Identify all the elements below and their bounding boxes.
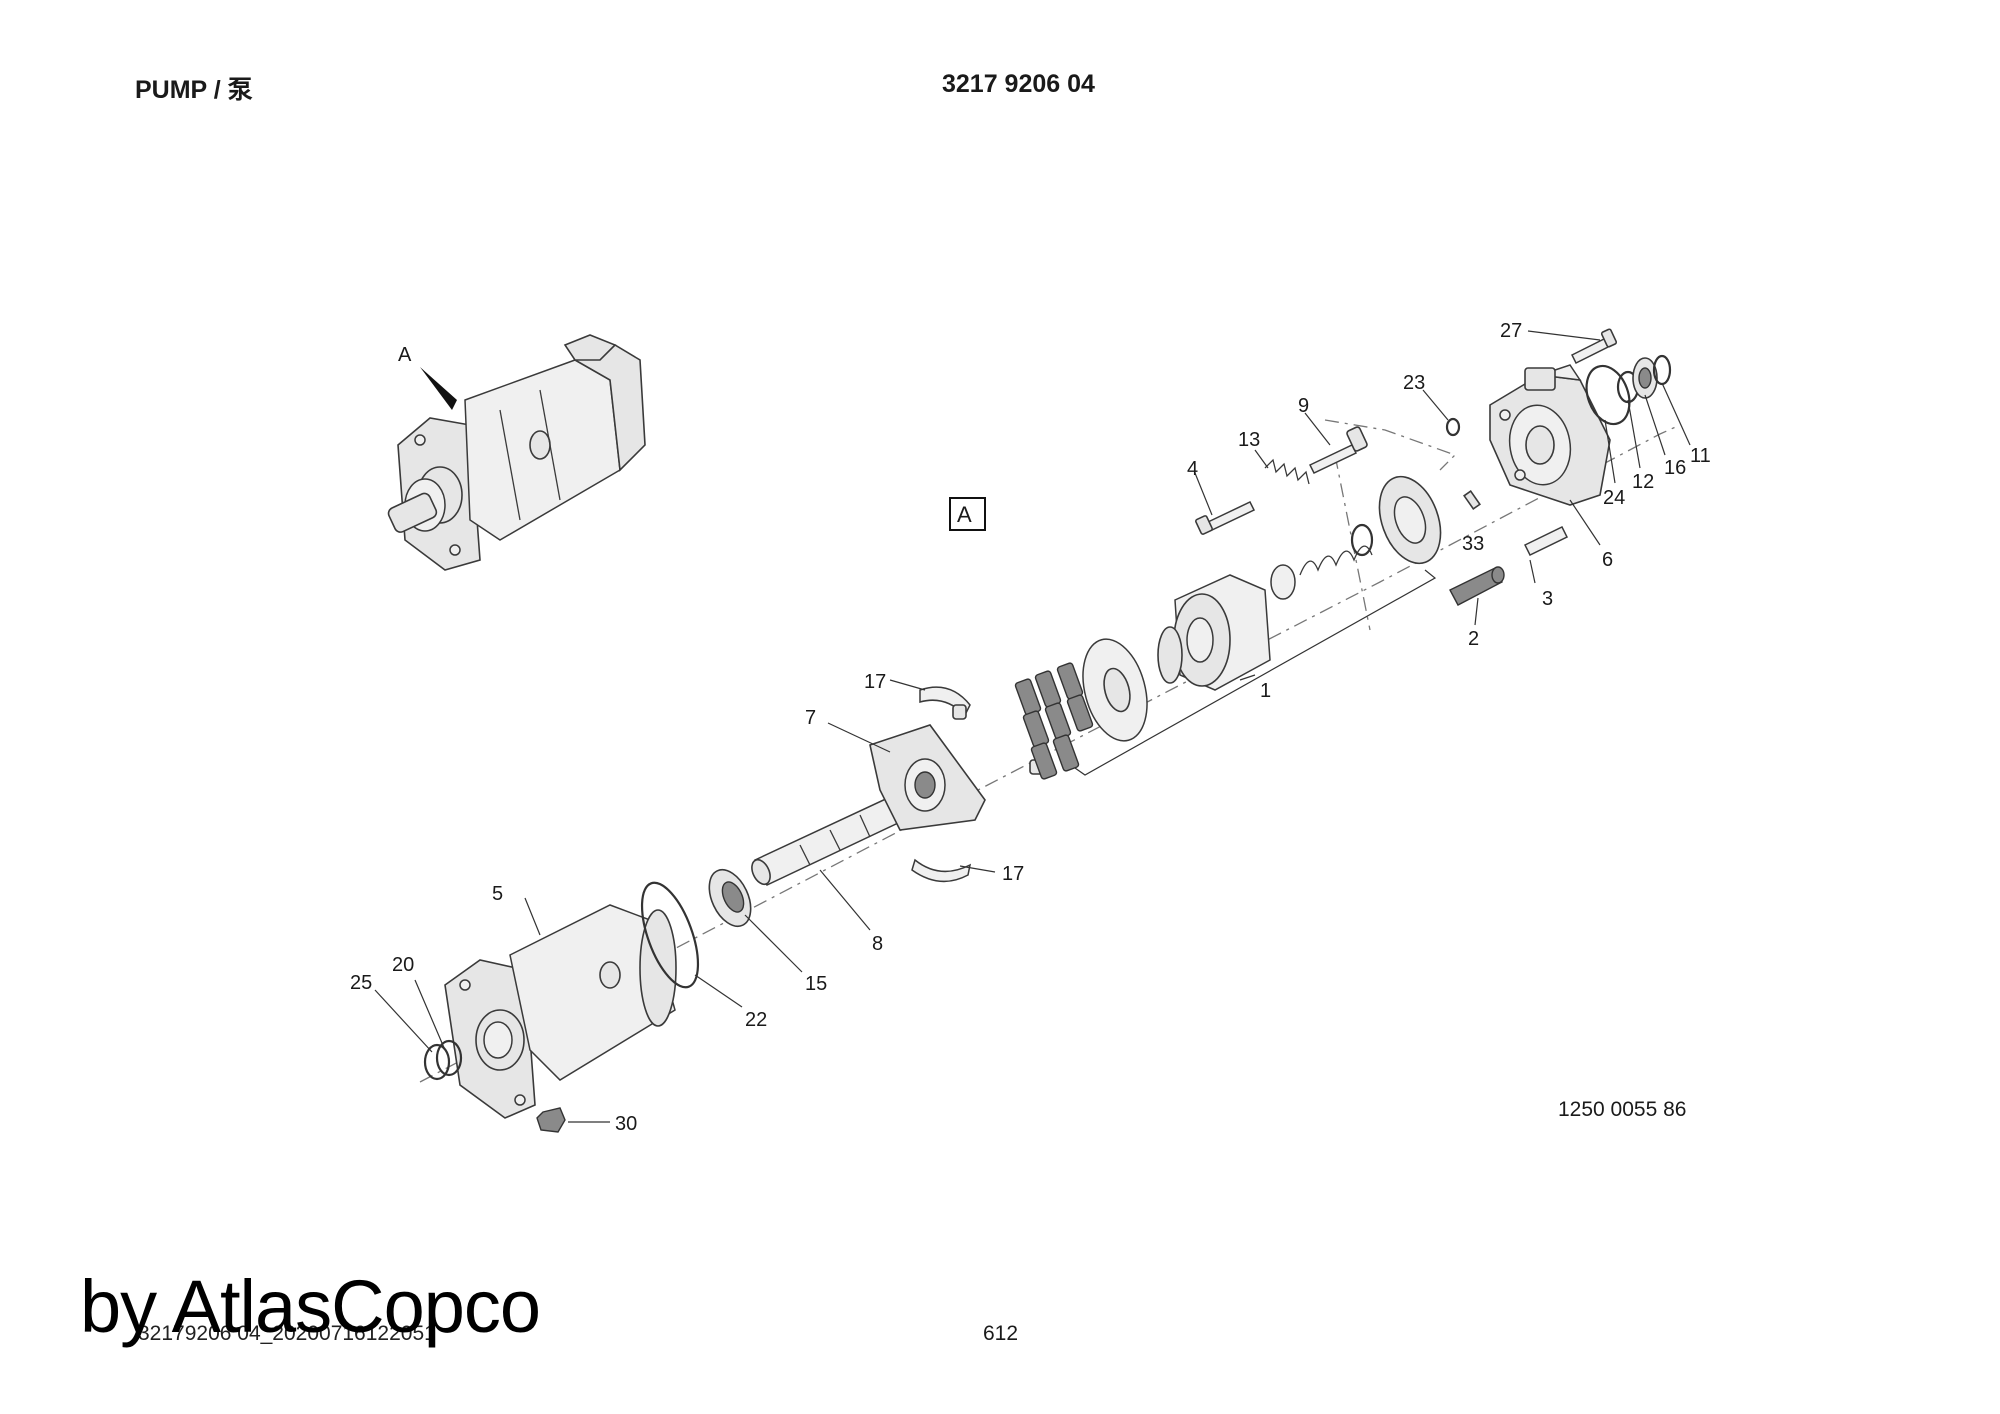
callout-11: 11 (1690, 445, 1711, 467)
callout-23: 23 (1403, 372, 1425, 394)
swashplate-part-7 (869, 724, 986, 831)
drawing-number: 1250 0055 86 (1558, 1098, 1687, 1121)
callout-17-lower: 17 (1002, 863, 1024, 885)
callout-22: 22 (745, 1009, 767, 1031)
piston-set (1014, 662, 1094, 780)
seal-part-16 (1632, 357, 1658, 399)
view-direction-arrow (420, 367, 457, 410)
callout-3: 3 (1542, 588, 1553, 610)
plug-part-30 (536, 1107, 566, 1133)
page-title: PUMP / 泵 (135, 76, 253, 104)
callout-16: 16 (1664, 457, 1686, 479)
end-cover-part-6 (1489, 364, 1611, 506)
callout-25: 25 (350, 972, 372, 994)
assembly-axis (419, 424, 1681, 1083)
callout-15: 15 (805, 973, 827, 995)
group-bracket-1 (1074, 569, 1437, 776)
retainer-plate (1082, 638, 1148, 742)
callout-5: 5 (492, 883, 503, 905)
page-number: 612 (983, 1322, 1019, 1345)
callout-27: 27 (1500, 320, 1522, 342)
callout-24: 24 (1603, 487, 1625, 509)
callout-12: 12 (1632, 471, 1654, 493)
callout-view-a: A (398, 344, 412, 366)
o-ring-22 (640, 881, 700, 989)
center-spring (1299, 545, 1373, 576)
sleeve-part-2 (1449, 566, 1505, 606)
callout-6: 6 (1602, 549, 1613, 571)
circlip (1350, 523, 1374, 557)
watermark: by AtlasCopco (80, 1265, 541, 1348)
housing-part-5 (444, 904, 677, 1119)
callout-9: 9 (1298, 395, 1309, 417)
callout-33: 33 (1462, 533, 1484, 555)
washer (1270, 564, 1296, 600)
pin-part-33 (1463, 490, 1481, 510)
bolt-axis (1324, 419, 1457, 471)
o-ring-23 (1445, 417, 1461, 437)
callout-20: 20 (392, 954, 414, 976)
bearing-part-15 (708, 868, 752, 928)
footer-document-code: 32179206 04_20200716122051 (138, 1322, 436, 1345)
pin-part-3 (1523, 526, 1569, 556)
o-ring-25 (423, 1043, 451, 1081)
bolt-part-27 (1570, 328, 1618, 365)
callout-13: 13 (1238, 429, 1260, 451)
cylinder-block (1157, 574, 1271, 691)
bolt-part-4 (1195, 501, 1256, 535)
bearing-shell-17-lower (911, 858, 972, 883)
o-ring-20 (435, 1039, 463, 1077)
assembly-part-number: 3217 9206 04 (942, 70, 1095, 98)
callout-8: 8 (872, 933, 883, 955)
callout-4: 4 (1187, 458, 1198, 480)
view-label-box: A (949, 497, 986, 531)
callout-30: 30 (615, 1113, 637, 1135)
bolt-part-9 (1308, 426, 1368, 474)
callout-7: 7 (805, 707, 816, 729)
callout-17-upper: 17 (864, 671, 886, 693)
spring-13 (1264, 458, 1310, 485)
o-ring-24 (1585, 364, 1631, 426)
callout-1: 1 (1260, 680, 1271, 702)
assembled-pump-illustration: A (387, 334, 646, 571)
pin-small-a (952, 704, 967, 720)
callout-2: 2 (1468, 628, 1479, 650)
callout-leaders (374, 330, 1691, 1123)
valve-plate (1378, 475, 1442, 565)
view-label: A (957, 502, 972, 527)
